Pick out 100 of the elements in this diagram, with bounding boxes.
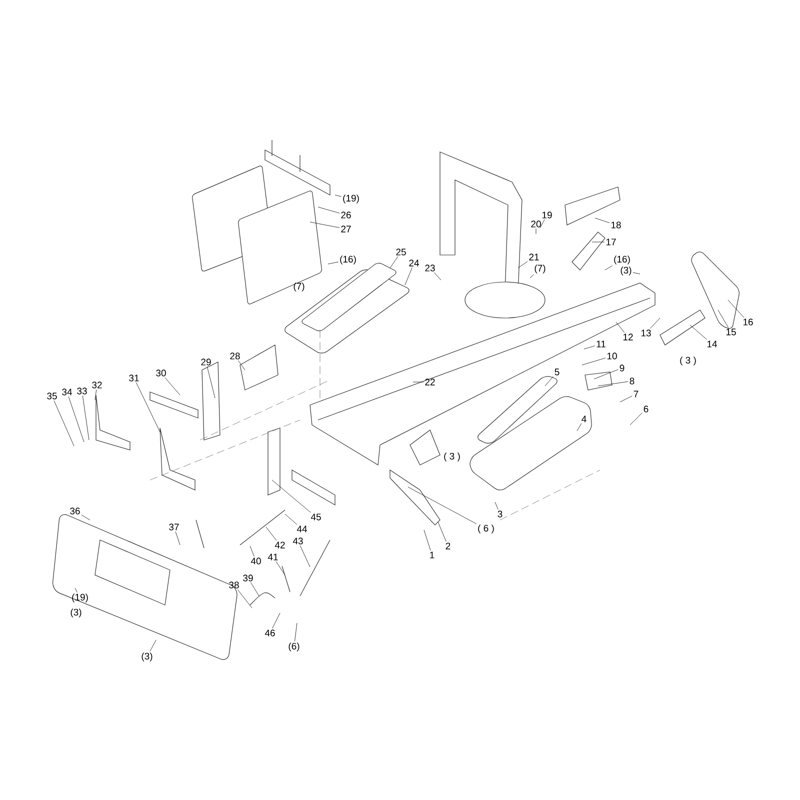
callout-number: 26	[341, 212, 351, 218]
callout-number: 23	[425, 264, 435, 272]
callout-number: 6	[644, 406, 648, 412]
leader-line	[294, 622, 298, 642]
callout-number: 1	[430, 552, 434, 558]
callout-number: 20	[531, 220, 541, 228]
leader-line	[404, 267, 412, 286]
leader-line	[81, 514, 90, 520]
leader-line	[334, 194, 342, 197]
callout-number: 25	[396, 248, 406, 256]
callout-number: 22	[425, 378, 435, 386]
callout-number: (3)	[620, 266, 632, 276]
callout-number: 7	[634, 390, 638, 398]
callout-number: 28	[230, 352, 240, 360]
leader-line	[276, 561, 286, 576]
leader-line	[310, 222, 340, 228]
leader-line	[136, 382, 160, 432]
callout-number: 29	[201, 358, 211, 366]
callout-number: 42	[274, 542, 285, 548]
leader-line	[620, 396, 632, 402]
callout-number: (19)	[72, 594, 88, 602]
callout-number: 31	[129, 374, 139, 382]
leader-line	[164, 377, 180, 396]
leader-line	[300, 545, 310, 568]
leader-line	[238, 360, 246, 370]
callout-number: 11	[596, 340, 606, 348]
callout-number: ( 3 )	[680, 356, 696, 366]
leader-line	[284, 514, 298, 525]
leader-line	[318, 206, 340, 214]
leader-line	[408, 486, 477, 524]
leader-line	[390, 256, 398, 268]
callout-number: (3)	[142, 652, 152, 662]
callout-number: (16)	[614, 256, 630, 264]
callout-number: 5	[554, 368, 560, 376]
callout-number: 4	[582, 416, 586, 422]
leader-line	[494, 502, 498, 510]
callout-number: 39	[243, 574, 253, 582]
leader-line	[604, 265, 613, 270]
leader-line	[54, 400, 74, 446]
leader-line	[630, 412, 642, 426]
callout-number: 13	[641, 330, 651, 336]
callout-number: 17	[606, 238, 616, 246]
callout-number: 16	[743, 318, 753, 326]
leader-line	[266, 526, 277, 541]
leader-line	[68, 396, 84, 442]
callout-number: (16)	[340, 256, 356, 264]
leader-line	[328, 262, 339, 264]
callout-number: 2	[446, 542, 450, 550]
leader-line	[690, 324, 708, 340]
leader-line	[150, 640, 156, 652]
callout-number: 12	[623, 334, 633, 340]
callout-number: 27	[341, 226, 351, 232]
callout-number: (7)	[294, 282, 304, 292]
callout-number: 9	[620, 364, 624, 372]
callout-number: 30	[156, 370, 166, 376]
leader-line	[518, 261, 528, 268]
leader-line	[650, 318, 660, 329]
callout-number: 38	[229, 582, 239, 588]
leader-line	[594, 369, 618, 380]
callout-number: 24	[409, 260, 419, 266]
leader-line	[74, 588, 78, 593]
leader-line	[544, 376, 554, 386]
callout-number: 46	[264, 630, 275, 636]
callout-number: 43	[292, 538, 303, 544]
callout-number: 19	[542, 212, 552, 218]
leader-line	[576, 423, 582, 432]
leader-line	[616, 322, 625, 333]
callout-number: 8	[630, 378, 634, 384]
leader-line	[434, 272, 442, 280]
callout-number: 14	[707, 340, 717, 348]
callout-number: 35	[47, 392, 57, 400]
leader-line	[94, 389, 97, 400]
callout-number: ( 6 )	[478, 524, 494, 534]
leader-line	[540, 219, 545, 228]
leader-line	[272, 612, 280, 629]
callout-number: 21	[529, 254, 539, 260]
callout-number: 37	[169, 524, 179, 530]
leader-line	[175, 531, 180, 546]
callout-number: 32	[92, 382, 102, 388]
leader-line	[632, 272, 640, 274]
callout-number: 15	[726, 328, 736, 336]
callout-number: 33	[77, 388, 87, 394]
leader-line	[594, 218, 610, 224]
callout-number: 44	[296, 526, 307, 532]
callout-number: 34	[62, 388, 72, 396]
leader-line	[272, 480, 311, 513]
callout-number: ( 3 )	[444, 452, 460, 462]
leader-line	[582, 358, 606, 366]
leader-line	[250, 546, 254, 557]
callout-number: 36	[70, 508, 80, 514]
callout-number: (3)	[70, 608, 82, 618]
callout-number: (7)	[534, 264, 546, 274]
callout-number: (19)	[343, 194, 359, 204]
callout-number: 45	[310, 514, 321, 520]
callout-number: (6)	[288, 642, 300, 652]
leader-line	[530, 274, 534, 278]
callout-number: 40	[250, 558, 261, 564]
leader-line	[598, 381, 628, 386]
callout-number: 3	[498, 510, 502, 518]
leader-line	[82, 395, 90, 440]
